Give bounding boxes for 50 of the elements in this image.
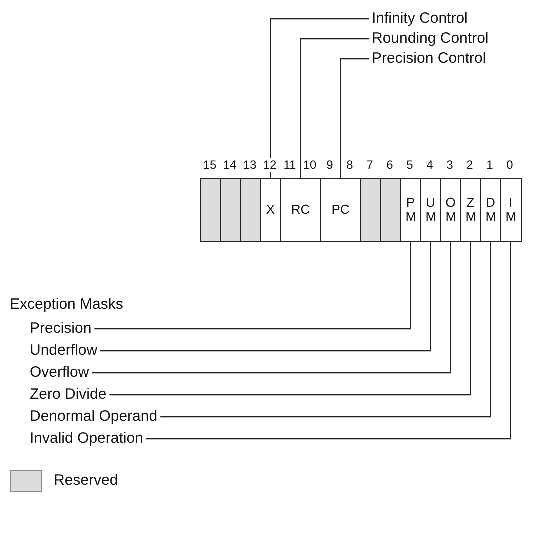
field-label: Overflow bbox=[30, 364, 90, 382]
field-label: Precision bbox=[30, 320, 92, 338]
field-label: Rounding Control bbox=[372, 30, 489, 48]
field-label: Infinity Control bbox=[372, 10, 468, 28]
mask-bit-cell: D M bbox=[480, 178, 502, 242]
bit-number: 10 bbox=[302, 158, 318, 172]
field-label: Denormal Operand bbox=[30, 408, 158, 426]
bit-number: 1 bbox=[486, 158, 494, 172]
bit-number: 14 bbox=[222, 158, 238, 172]
field-label: Precision Control bbox=[372, 50, 486, 68]
bit-number: 8 bbox=[346, 158, 354, 172]
bit-number: 15 bbox=[202, 158, 218, 172]
bit-field: X bbox=[260, 178, 282, 242]
leader-line bbox=[300, 38, 369, 178]
bit-field: RC bbox=[280, 178, 322, 242]
reserved-bit-cell bbox=[200, 178, 222, 242]
leader-line bbox=[94, 242, 412, 330]
reserved-bit-cell bbox=[360, 178, 382, 242]
leader-line bbox=[92, 242, 452, 374]
bit-field: PC bbox=[320, 178, 362, 242]
field-label: Zero Divide bbox=[30, 386, 107, 404]
mask-bit-cell: Z M bbox=[460, 178, 482, 242]
bit-number: 13 bbox=[242, 158, 258, 172]
leader-line bbox=[146, 242, 512, 440]
field-label: Underflow bbox=[30, 342, 98, 360]
mask-bit-cell: P M bbox=[400, 178, 422, 242]
reserved-bit-cell bbox=[240, 178, 262, 242]
bit-number: 6 bbox=[386, 158, 394, 172]
leader-line bbox=[160, 242, 492, 418]
leader-line bbox=[100, 242, 432, 352]
leader-line bbox=[110, 242, 472, 396]
reserved-bit-cell bbox=[220, 178, 242, 242]
bit-number: 3 bbox=[446, 158, 454, 172]
bit-number: 0 bbox=[506, 158, 514, 172]
bit-number: 5 bbox=[406, 158, 414, 172]
bit-number: 11 bbox=[282, 158, 298, 172]
field-label: Invalid Operation bbox=[30, 430, 144, 448]
mask-bit-cell: I M bbox=[500, 178, 522, 242]
legend-label: Reserved bbox=[54, 472, 118, 490]
bit-number: 2 bbox=[466, 158, 474, 172]
mask-bit-cell: O M bbox=[440, 178, 462, 242]
mask-bit-cell: U M bbox=[420, 178, 442, 242]
bit-number: 9 bbox=[326, 158, 334, 172]
group-heading: Exception Masks bbox=[10, 296, 124, 314]
bit-number: 7 bbox=[366, 158, 374, 172]
bit-number: 4 bbox=[426, 158, 434, 172]
leader-line bbox=[270, 18, 369, 178]
reserved-bit-cell bbox=[380, 178, 402, 242]
bit-number: 12 bbox=[262, 158, 278, 172]
leader-line bbox=[340, 58, 369, 178]
